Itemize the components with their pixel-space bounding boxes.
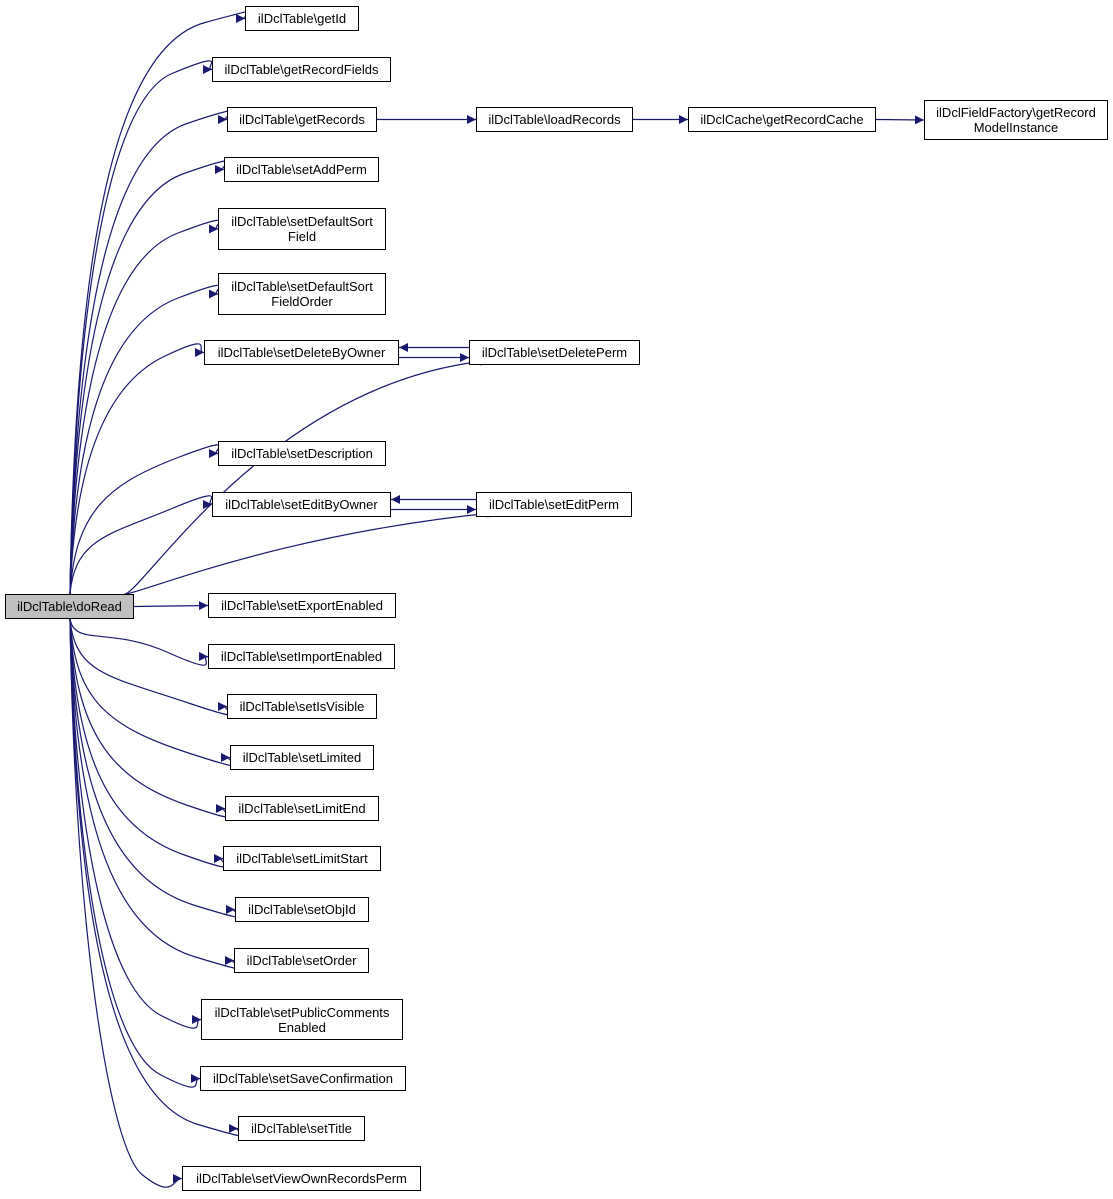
edge-doRead-to-setViewOwnRecordsPerm — [69, 618, 183, 1188]
node-setOrder[interactable]: ilDclTable\setOrder — [234, 948, 369, 973]
edge-doRead-to-getRecordFields — [69, 60, 213, 595]
node-setLimitEnd[interactable]: ilDclTable\setLimitEnd — [225, 796, 379, 821]
edge-doRead-to-setDefaultSortFieldOrder — [69, 284, 221, 595]
edge-doRead-to-setImportEnabled — [69, 618, 209, 666]
edge-doRead-to-setEditByOwner — [69, 495, 213, 595]
node-setObjId[interactable]: ilDclTable\setObjId — [235, 897, 369, 922]
edge-doRead-to-setDeleteByOwner — [69, 343, 205, 595]
node-setTitle[interactable]: ilDclTable\setTitle — [238, 1116, 365, 1141]
edge-doRead-to-setOrder — [69, 618, 243, 970]
node-getRecordCache[interactable]: ilDclCache\getRecordCache — [688, 107, 876, 132]
node-getRecordModelInstance[interactable]: ilDclFieldFactory\getRecord ModelInstanc… — [924, 100, 1108, 140]
edge-doRead-to-setDeletePerm — [123, 356, 490, 596]
node-setPublicCommentsEnabled[interactable]: ilDclTable\setPublicComments Enabled — [201, 999, 403, 1040]
edge-doRead-to-setLimitStart — [69, 618, 228, 868]
edge-doRead-to-setEditPerm — [123, 508, 497, 596]
node-setEditByOwner[interactable]: ilDclTable\setEditByOwner — [212, 492, 391, 517]
node-setAddPerm[interactable]: ilDclTable\setAddPerm — [224, 157, 379, 182]
node-getRecordFields[interactable]: ilDclTable\getRecordFields — [212, 57, 391, 82]
node-setDefaultSortFieldOrder[interactable]: ilDclTable\setDefaultSort FieldOrder — [218, 273, 386, 315]
node-setLimitStart[interactable]: ilDclTable\setLimitStart — [223, 846, 381, 871]
node-setExportEnabled[interactable]: ilDclTable\setExportEnabled — [208, 593, 396, 618]
edge-getRecordCache-to-getRecordModelInstance — [875, 115, 925, 125]
edge-doRead-to-setTitle — [69, 618, 249, 1138]
node-setDefaultSortField[interactable]: ilDclTable\setDefaultSort Field — [218, 208, 386, 250]
node-setSaveConfirmation[interactable]: ilDclTable\setSaveConfirmation — [200, 1066, 406, 1091]
node-getId[interactable]: ilDclTable\getId — [245, 6, 359, 31]
node-setViewOwnRecordsPerm[interactable]: ilDclTable\setViewOwnRecordsPerm — [182, 1166, 421, 1191]
node-setImportEnabled[interactable]: ilDclTable\setImportEnabled — [208, 644, 395, 669]
edge-doRead-to-setLimited — [69, 618, 237, 767]
node-setLimited[interactable]: ilDclTable\setLimited — [230, 745, 374, 770]
node-setDescription[interactable]: ilDclTable\setDescription — [218, 441, 386, 466]
edge-doRead-to-setAddPerm — [69, 160, 229, 595]
node-loadRecords[interactable]: ilDclTable\loadRecords — [476, 107, 633, 132]
edge-doRead-to-setPublicCommentsEnabled — [69, 618, 202, 1029]
node-getRecords[interactable]: ilDclTable\getRecords — [227, 107, 377, 132]
node-setDeletePerm[interactable]: ilDclTable\setDeletePerm — [469, 340, 640, 365]
node-setDeleteByOwner[interactable]: ilDclTable\setDeleteByOwner — [204, 340, 399, 365]
edge-doRead-to-setLimitEnd — [69, 618, 230, 818]
node-setIsVisible[interactable]: ilDclTable\setIsVisible — [227, 694, 377, 719]
edge-doRead-to-setExportEnabled — [133, 601, 209, 611]
node-setEditPerm[interactable]: ilDclTable\setEditPerm — [476, 492, 632, 517]
edge-doRead-to-setSaveConfirmation — [69, 618, 201, 1088]
node-doRead[interactable]: ilDclTable\doRead — [5, 594, 134, 619]
